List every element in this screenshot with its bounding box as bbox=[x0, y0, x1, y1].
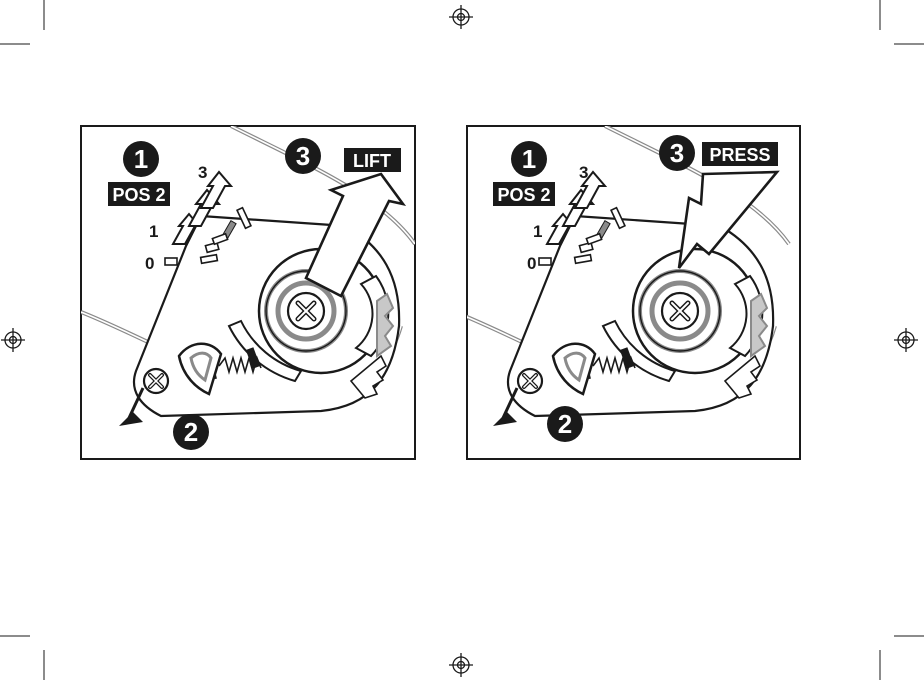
position-3-label: 3 bbox=[198, 163, 207, 182]
position-tag: POS 2 bbox=[497, 185, 550, 205]
lift-panel: 1 3 2 LIFT POS 2 3 1 0 bbox=[81, 126, 415, 459]
step-2-number: 2 bbox=[184, 417, 198, 447]
step-2-number: 2 bbox=[558, 409, 572, 439]
registration-mark-right bbox=[894, 328, 918, 352]
position-1-label: 1 bbox=[149, 222, 158, 241]
registration-mark-left bbox=[1, 328, 25, 352]
step-3-number: 3 bbox=[296, 141, 310, 171]
action-label: PRESS bbox=[709, 145, 770, 165]
position-0-label: 0 bbox=[145, 254, 154, 273]
position-tag: POS 2 bbox=[112, 185, 165, 205]
registration-mark-bottom bbox=[449, 653, 473, 677]
position-3-label: 3 bbox=[579, 163, 588, 182]
step-1-number: 1 bbox=[134, 144, 148, 174]
position-0-label: 0 bbox=[527, 254, 536, 273]
position-1-label: 1 bbox=[533, 222, 542, 241]
step-1-number: 1 bbox=[522, 144, 536, 174]
action-label: LIFT bbox=[353, 151, 391, 171]
step-3-number: 3 bbox=[670, 138, 684, 168]
press-panel: 1 3 2 PRESS POS 2 3 1 0 bbox=[455, 126, 800, 459]
registration-mark-top bbox=[449, 5, 473, 29]
